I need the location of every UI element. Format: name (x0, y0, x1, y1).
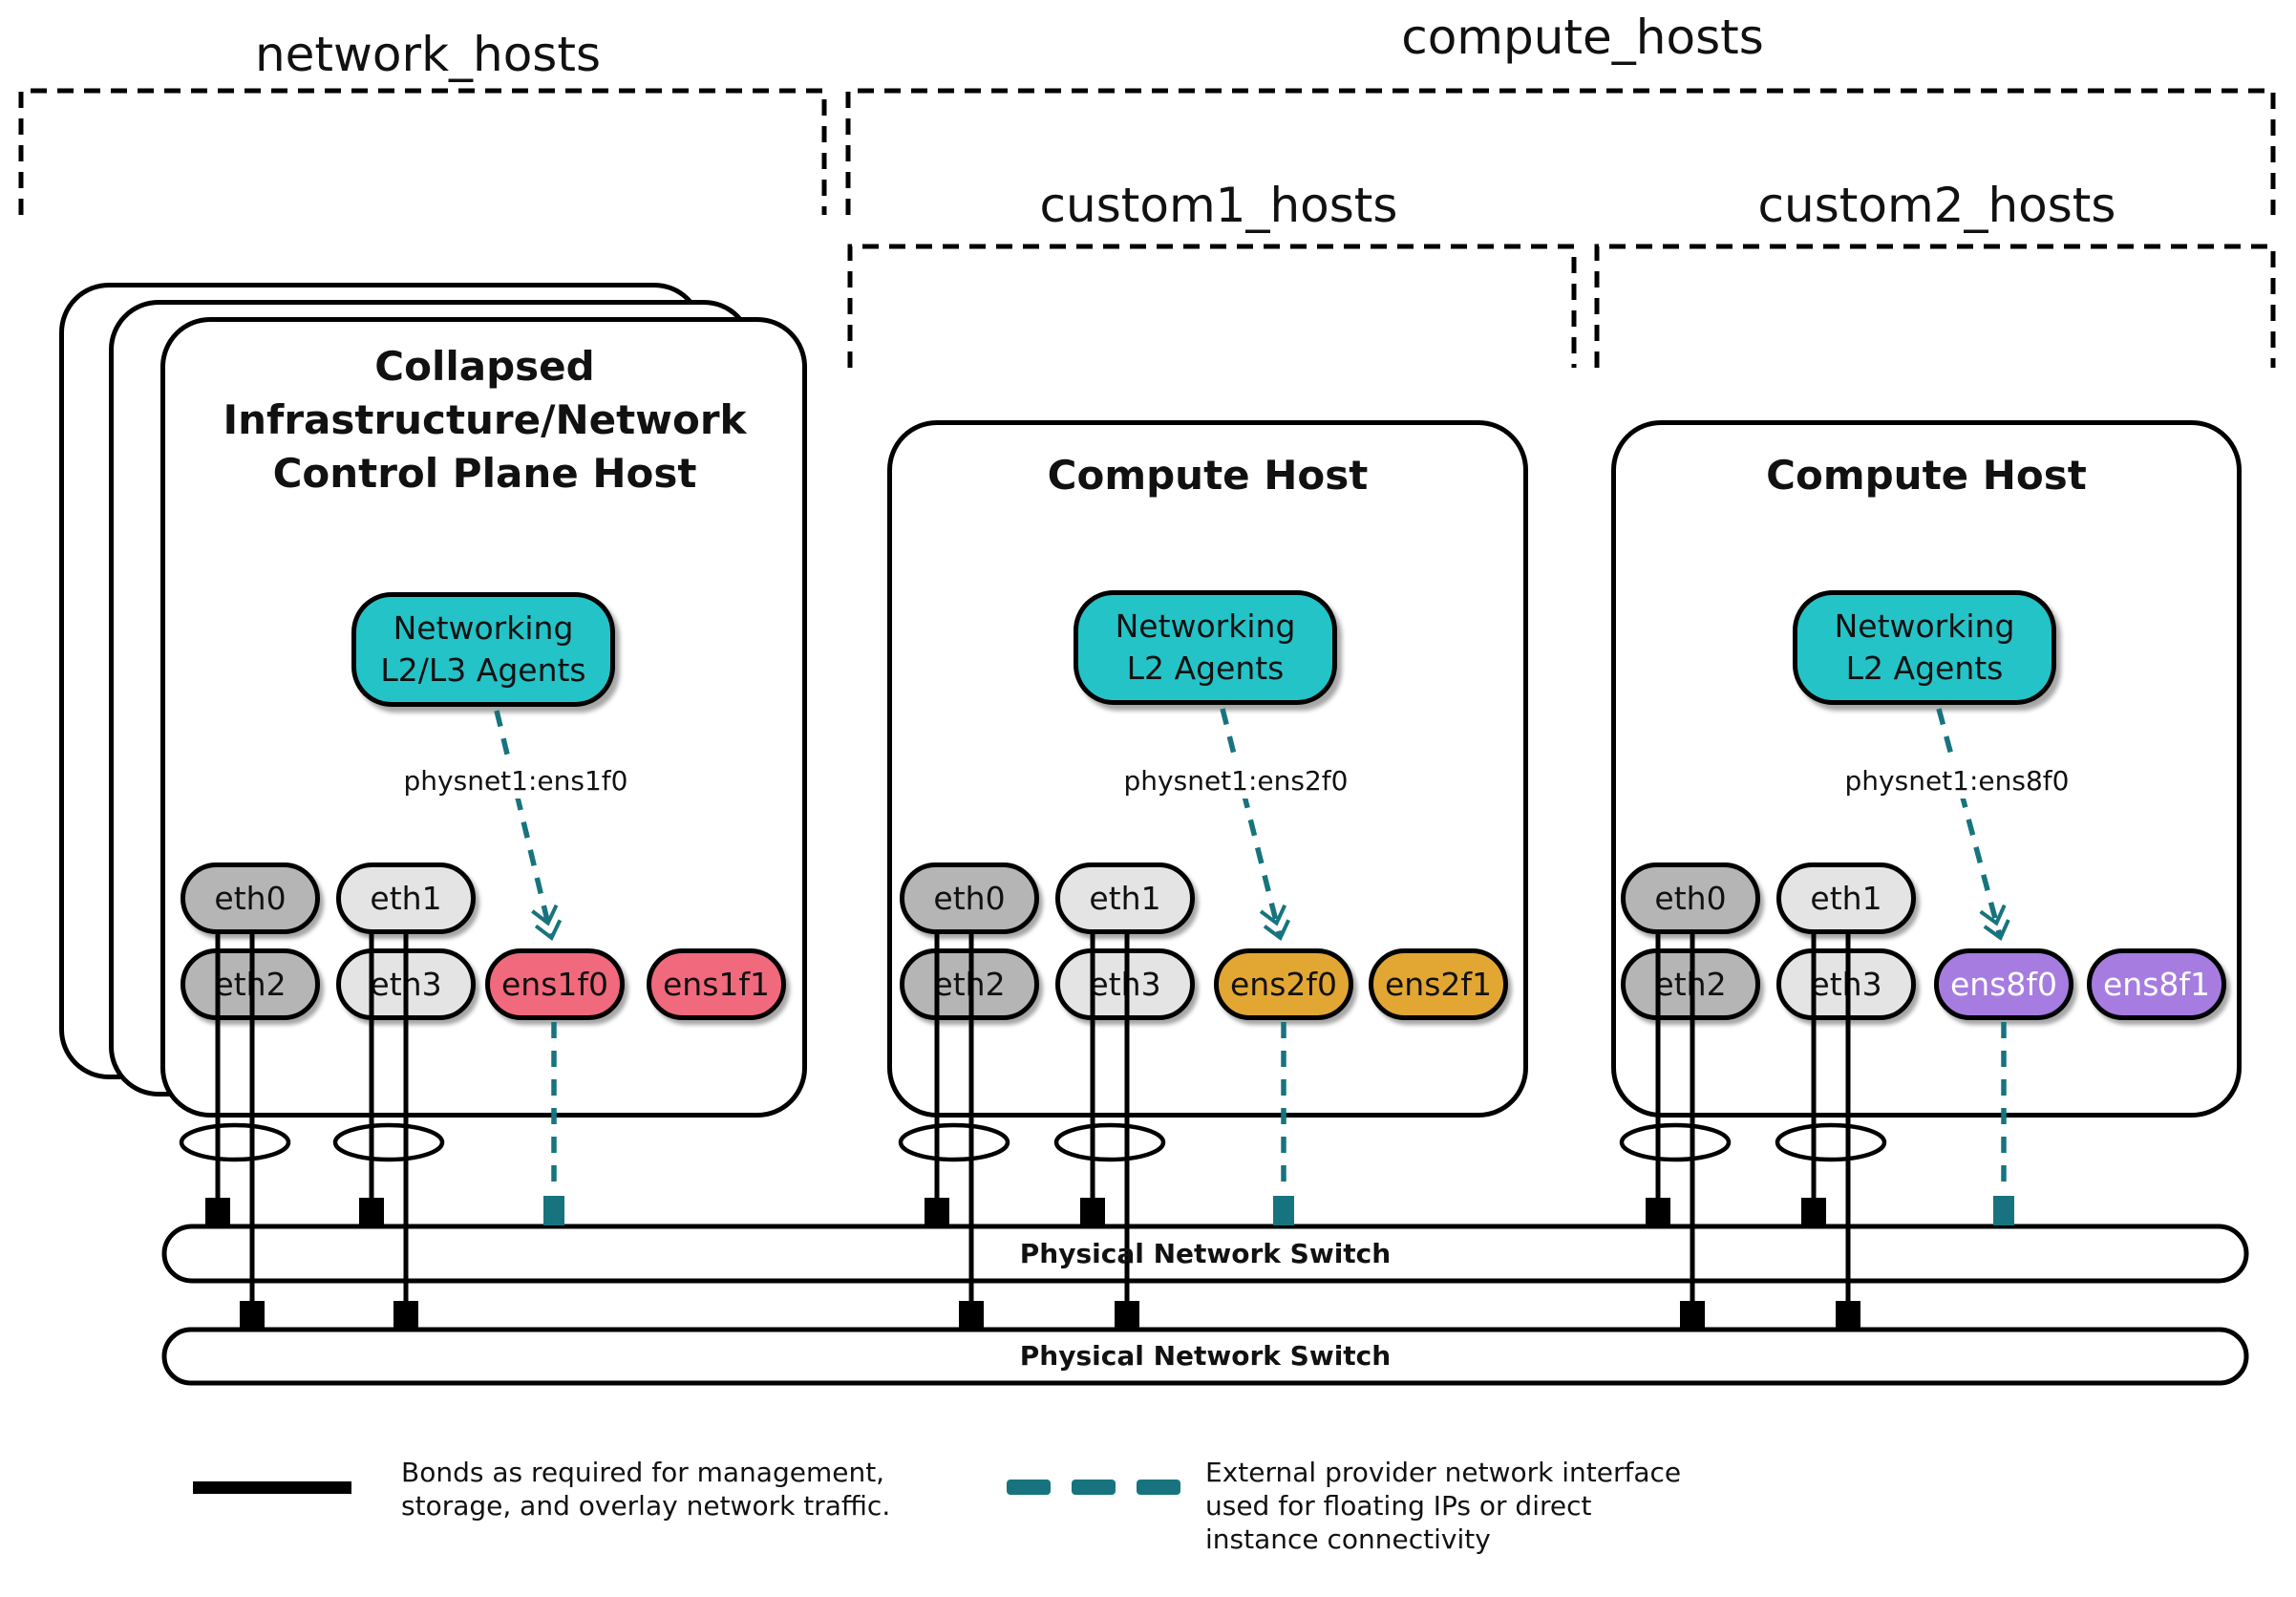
nic-pill-eth0: eth0 (181, 862, 320, 934)
legend-provider-text-line1: External provider network interface (1205, 1457, 1682, 1488)
control-plane-host-title-line2: Infrastructure/Network (223, 396, 747, 443)
nic-pill-ens2f0: ens2f0 (1214, 948, 1353, 1020)
control-plane-host-title-line3: Control Plane Host (272, 450, 697, 497)
port-connector (1801, 1198, 1826, 1226)
group-label-custom2-hosts: custom2_hosts (1757, 178, 2116, 233)
nic-pill-ens1f1: ens1f1 (647, 948, 786, 1020)
bond-ellipse (1053, 1122, 1166, 1162)
control-plane-host-title-line1: Collapsed (374, 343, 595, 390)
nic-pill-eth2: eth2 (1621, 948, 1760, 1020)
agents-box-compute-1: Networking L2 Agents (1074, 590, 1337, 705)
port-connector (393, 1301, 418, 1330)
legend-dash (1007, 1480, 1051, 1495)
legend-bond-text: Bonds as required for management, storag… (401, 1456, 898, 1522)
group-label-custom1-hosts: custom1_hosts (1039, 178, 1398, 233)
legend-provider-text-line2: used for floating IPs or direct (1205, 1490, 1592, 1522)
nic-pill-ens2f1: ens2f1 (1369, 948, 1508, 1020)
group-label-compute-hosts: compute_hosts (1401, 10, 1764, 65)
compute-host-1-title: Compute Host (1047, 452, 1369, 499)
nic-pill-eth2: eth2 (181, 948, 320, 1020)
port-connector (359, 1198, 384, 1226)
nic-pill-ens1f0: ens1f0 (485, 948, 625, 1020)
bracket-custom1-hosts (847, 244, 1577, 368)
agents-box-line1: Networking (1115, 607, 1296, 645)
nic-pill-eth1: eth1 (1776, 862, 1916, 934)
agents-box-line2: L2 Agents (1126, 649, 1285, 687)
physnet-label-compute-2: physnet1:ens8f0 (1837, 762, 2077, 798)
physnet-label-control-plane: physnet1:ens1f0 (395, 762, 636, 798)
port-connector (925, 1198, 949, 1226)
agents-box-compute-2: Networking L2 Agents (1793, 590, 2056, 705)
switch-2-label: Physical Network Switch (1019, 1340, 1392, 1372)
port-connector (240, 1301, 265, 1330)
port-connector (1646, 1198, 1670, 1226)
legend-provider-text: External provider network interface used… (1205, 1456, 1702, 1556)
bond-ellipse (1619, 1122, 1732, 1162)
bond-ellipse (1775, 1122, 1887, 1162)
port-connector (959, 1301, 984, 1330)
legend-dash (1072, 1480, 1116, 1495)
port-connector (1680, 1301, 1705, 1330)
bond-ellipse (179, 1122, 291, 1162)
bracket-network-hosts (18, 88, 827, 215)
nic-pill-eth1: eth1 (336, 862, 476, 934)
agents-box-line1: Networking (393, 609, 574, 647)
legend-bond-text-line1: Bonds as required for management, (401, 1457, 885, 1488)
nic-pill-ens8f0: ens8f0 (1934, 948, 2073, 1020)
port-connector (1836, 1301, 1860, 1330)
nic-pill-eth0: eth0 (1621, 862, 1760, 934)
switch-1-label: Physical Network Switch (1019, 1238, 1392, 1269)
provider-port-connector (1993, 1196, 2014, 1225)
legend-provider-text-line3: instance connectivity (1205, 1523, 1491, 1555)
port-connector (205, 1198, 230, 1226)
group-label-network-hosts: network_hosts (254, 27, 602, 82)
legend-provider-line-swatch (1007, 1480, 1201, 1495)
nic-pill-eth0: eth0 (900, 862, 1039, 934)
bond-ellipse (332, 1122, 445, 1162)
nic-pill-eth3: eth3 (1776, 948, 1916, 1020)
agents-box-line2: L2 Agents (1845, 649, 2004, 687)
legend-bond-text-line2: storage, and overlay network traffic. (401, 1490, 891, 1522)
bracket-custom2-hosts (1594, 244, 2276, 368)
provider-port-connector (1273, 1196, 1294, 1225)
physnet-label-compute-1: physnet1:ens2f0 (1116, 762, 1356, 798)
compute-host-2-title: Compute Host (1766, 452, 2087, 499)
legend-dash (1137, 1480, 1180, 1495)
agents-box-line2: L2/L3 Agents (380, 651, 586, 689)
agents-box-line1: Networking (1834, 607, 2015, 645)
port-connector (1080, 1198, 1105, 1226)
nic-pill-eth2: eth2 (900, 948, 1039, 1020)
nic-pill-eth3: eth3 (336, 948, 476, 1020)
nic-pill-eth1: eth1 (1055, 862, 1195, 934)
agents-box-control-plane: Networking L2/L3 Agents (351, 592, 615, 707)
provider-port-connector (543, 1196, 564, 1225)
legend-bond-line-swatch (193, 1481, 351, 1494)
port-connector (1115, 1301, 1139, 1330)
control-plane-host-title: Collapsed Infrastructure/Network Control… (191, 340, 778, 500)
bond-ellipse (898, 1122, 1010, 1162)
nic-pill-eth3: eth3 (1055, 948, 1195, 1020)
nic-pill-ens8f1: ens8f1 (2087, 948, 2226, 1020)
